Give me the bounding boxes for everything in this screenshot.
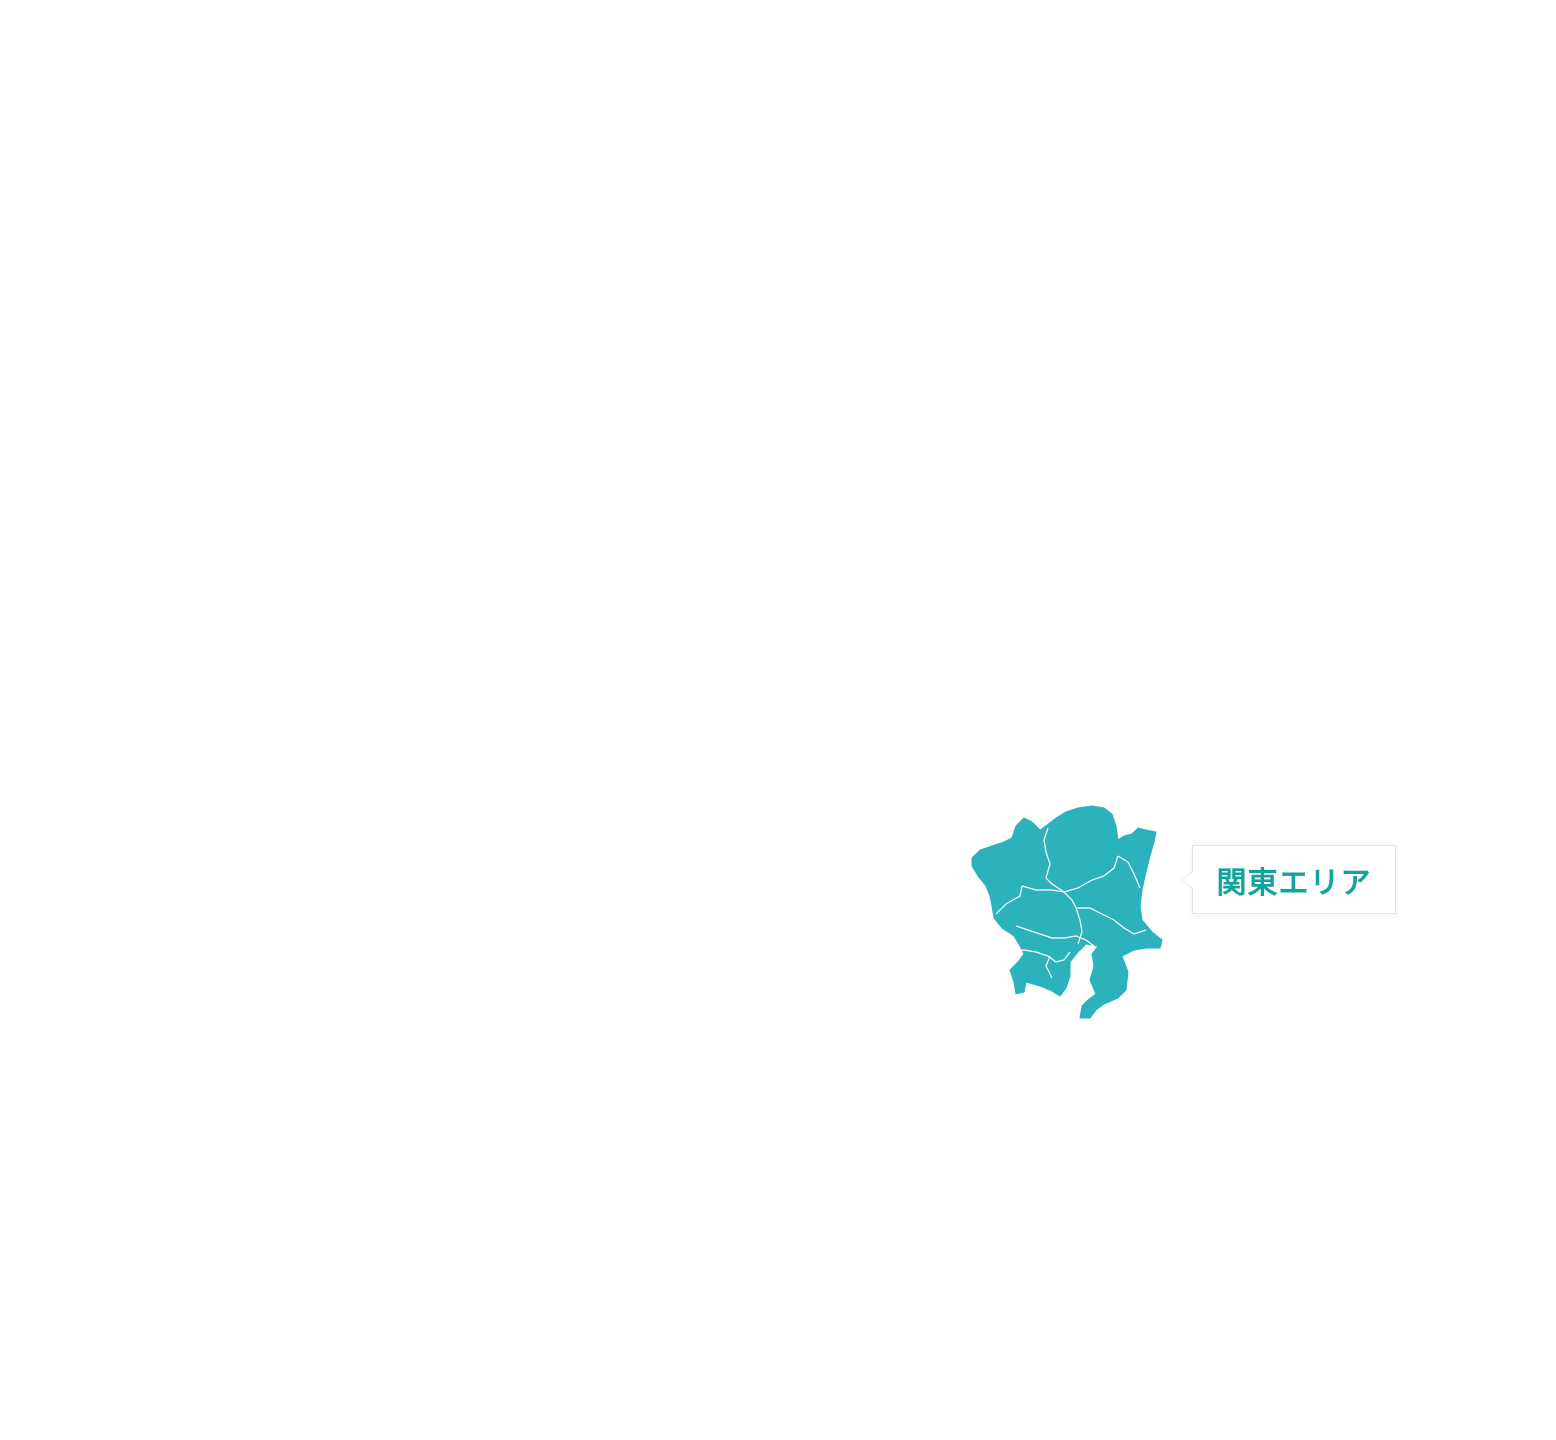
- kanto-outline[interactable]: [971, 805, 1163, 1019]
- prefecture-borders: [995, 827, 1147, 979]
- kanto-region[interactable]: [971, 805, 1163, 1019]
- region-callout[interactable]: 関東エリア: [1180, 845, 1396, 914]
- region-label: 関東エリア: [1216, 865, 1372, 901]
- callout-pointer: [1180, 871, 1193, 889]
